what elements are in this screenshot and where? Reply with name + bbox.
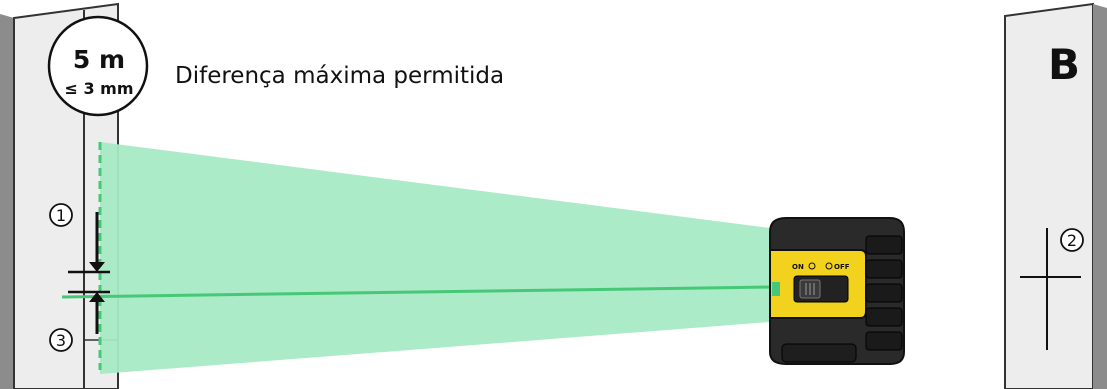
marker-1-label: 1 — [56, 206, 66, 225]
marker-2-label: 2 — [1067, 231, 1077, 250]
offset-measurement — [68, 212, 110, 334]
arrow-up-icon — [89, 292, 105, 302]
caption-text: Diferença máxima permitida — [175, 63, 504, 89]
switch-on-label: ON — [792, 263, 804, 271]
laser-horizontal-line — [61, 285, 776, 299]
device-foot — [781, 343, 857, 363]
laser-level-device: ON OFF — [769, 217, 905, 365]
device-grip — [865, 283, 903, 303]
laser-beam — [61, 142, 776, 374]
device-grip — [865, 235, 903, 255]
marker-2 — [1060, 228, 1084, 252]
device-grip — [865, 331, 903, 351]
wall-b-label: B — [1048, 40, 1080, 89]
device-grip — [865, 259, 903, 279]
marker-1: 1 — [49, 203, 73, 227]
device-grip — [865, 307, 903, 327]
wall-b-face — [1004, 2, 1094, 389]
distance-badge: 5 m ≤ 3 mm — [47, 15, 149, 117]
laser-window — [772, 282, 780, 296]
power-icon — [825, 262, 833, 270]
marker-3-label: 3 — [56, 331, 66, 350]
laser-beam-fan — [100, 142, 770, 374]
power-icon — [808, 262, 816, 270]
marker-3: 3 — [49, 328, 73, 352]
switch-off-label: OFF — [834, 263, 850, 271]
wall-b-shadow — [1093, 4, 1107, 389]
distance-value: 5 m — [73, 45, 125, 74]
tolerance-value: ≤ 3 mm — [64, 79, 133, 98]
arrow-down-icon — [89, 262, 105, 272]
wall-a-shadow — [0, 14, 14, 389]
wall-b: B 2 — [1004, 2, 1107, 389]
